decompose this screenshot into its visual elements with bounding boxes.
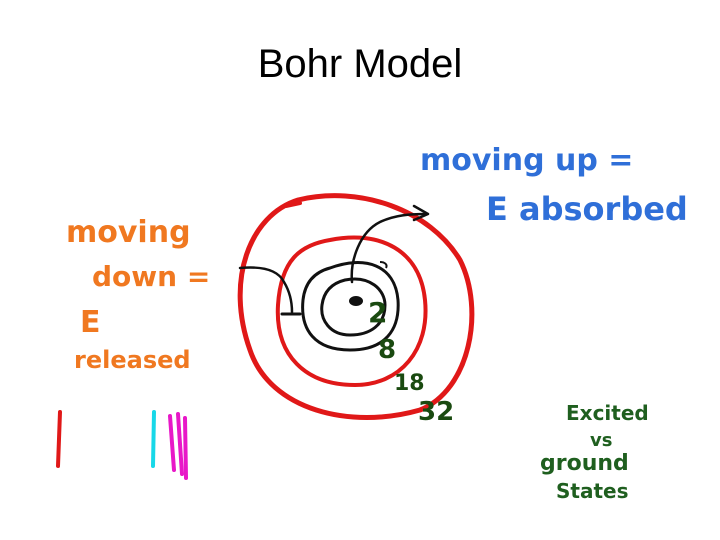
moving-up-line-2: E absorbed <box>486 190 688 228</box>
spectral-line-cyan <box>151 410 156 468</box>
orbit-inner-1 <box>320 277 387 337</box>
orbit-middle <box>275 235 428 388</box>
shell-label-2: 2 <box>368 296 387 329</box>
absorbed-arrowhead <box>412 204 430 222</box>
black-tail <box>379 261 388 269</box>
shell-label-8: 8 <box>378 335 396 365</box>
spectral-line-magenta-3 <box>183 416 188 480</box>
states-line-2: vs <box>590 430 612 451</box>
moving-down-line-4: released <box>74 346 191 374</box>
spectral-line-magenta-1 <box>168 414 176 472</box>
shell-label-18: 18 <box>394 371 425 396</box>
moving-down-line-3: E <box>80 305 101 340</box>
spectral-line-magenta-2 <box>176 412 184 476</box>
shell-label-32: 32 <box>418 397 454 427</box>
slide-title: Bohr Model <box>257 42 463 86</box>
absorbed-arrow <box>350 212 428 284</box>
states-line-1: Excited <box>566 401 649 425</box>
orbit-inner-2 <box>301 261 400 352</box>
states-line-4: States <box>556 479 629 503</box>
moving-up-line-1: moving up = <box>420 143 633 178</box>
nucleus <box>349 296 363 306</box>
states-line-3: ground <box>540 451 629 476</box>
moving-down-line-2: down = <box>92 260 210 293</box>
spectral-line-red <box>56 410 62 468</box>
moving-down-line-1: moving <box>66 215 191 250</box>
red-tick-mark <box>284 201 302 208</box>
released-arrow <box>238 266 294 314</box>
